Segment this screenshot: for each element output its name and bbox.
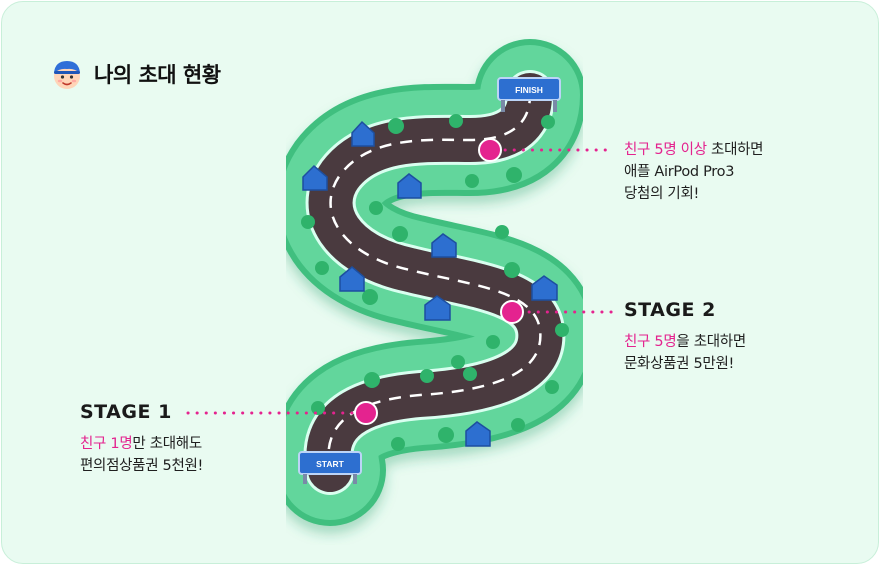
stage-2-text2: 문화상품권 5만원! xyxy=(624,356,735,372)
stage-1-highlight: 친구 1명 xyxy=(80,436,133,452)
stage-3-description: 친구 5명 이상 초대하면 애플 AirPod Pro3 당첨의 기회! xyxy=(624,139,764,205)
stage-3-text3: 당첨의 기회! xyxy=(624,186,700,202)
trees xyxy=(301,114,569,451)
road xyxy=(303,70,566,495)
finish-banner: FINISH xyxy=(497,77,561,112)
stage-1-description: 친구 1명만 초대해도 편의점상품권 5천원! xyxy=(80,433,203,477)
stage-1-marker xyxy=(186,401,378,425)
start-label: START xyxy=(316,459,345,469)
avatar-boy-icon xyxy=(54,61,80,89)
stage-1-text2: 편의점상품권 5천원! xyxy=(80,458,204,474)
header: 나의 초대 현황 xyxy=(50,57,221,91)
stage-2-text1: 을 초대하면 xyxy=(676,334,746,350)
stage-2-highlight: 친구 5명 xyxy=(624,334,677,350)
houses xyxy=(302,120,558,447)
stage-1-text1: 만 초대해도 xyxy=(132,436,202,452)
stage-1-title: STAGE 1 xyxy=(80,401,172,423)
finish-label: FINISH xyxy=(515,85,543,95)
stage-3-text2: 애플 AirPod Pro3 xyxy=(624,164,735,180)
stage-2-title: STAGE 2 xyxy=(624,299,716,321)
stage-3-marker xyxy=(478,138,616,162)
page-title: 나의 초대 현황 xyxy=(94,63,221,87)
stage-3-text1: 초대하면 xyxy=(706,142,764,158)
stage-3-highlight: 친구 5명 이상 xyxy=(624,142,707,158)
stage-2-marker xyxy=(500,300,616,324)
stage-2-description: 친구 5명을 초대하면 문화상품권 5만원! xyxy=(624,331,746,375)
start-banner: START xyxy=(298,451,362,484)
